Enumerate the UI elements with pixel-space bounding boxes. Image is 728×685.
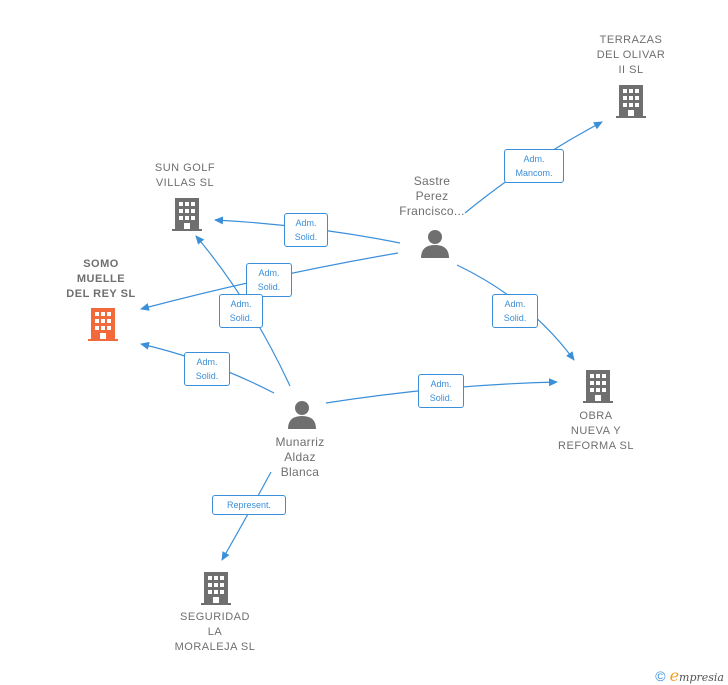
person-label-munarriz[interactable]: Munarriz Aldaz Blanca — [275, 435, 325, 479]
person-icon[interactable] — [287, 399, 317, 429]
edge-label-munarriz-somo[interactable]: Adm. Solid. — [184, 352, 230, 386]
building-icon[interactable] — [199, 571, 233, 605]
brand-initial: e — [669, 666, 680, 685]
edge-munarriz-seguridad — [221, 471, 272, 561]
brand-logo: empresia — [670, 666, 724, 685]
company-label-obra[interactable]: OBRA NUEVA Y REFORMA SL — [558, 410, 634, 452]
company-label-sungolf[interactable]: SUN GOLF VILLAS SL — [154, 162, 216, 189]
copyright-icon: © — [655, 667, 666, 684]
company-label-seguridad[interactable]: SEGURIDAD LA MORALEJA SL — [174, 611, 256, 653]
edge-label-sastre-obra[interactable]: Adm. Solid. — [492, 294, 538, 328]
edge-label-sastre-terrazas[interactable]: Adm. Mancom. — [504, 149, 564, 183]
person-label-sastre[interactable]: Sastre Perez Francisco... — [399, 174, 465, 218]
edge-label-sastre-sungolf[interactable]: Adm. Solid. — [284, 213, 328, 247]
edge-label-munarriz-seguridad[interactable]: Represent. — [212, 495, 286, 515]
building-icon[interactable] — [581, 369, 615, 403]
building-icon[interactable] — [614, 84, 648, 118]
empresia-watermark: © empresia — [655, 666, 724, 685]
building-icon-highlighted[interactable] — [86, 307, 120, 341]
edge-label-sastre-somo[interactable]: Adm. Solid. — [246, 263, 292, 297]
company-label-somo[interactable]: SOMO MUELLE DEL REY SL — [66, 258, 136, 300]
building-icon[interactable] — [170, 197, 204, 231]
edge-label-munarriz-sungolf[interactable]: Adm. Solid. — [219, 294, 263, 328]
person-icon[interactable] — [420, 228, 450, 258]
company-label-terrazas[interactable]: TERRAZAS DEL OLIVAR II SL — [596, 34, 666, 76]
brand-name: mpresia — [679, 671, 724, 684]
edge-label-munarriz-obra[interactable]: Adm. Solid. — [418, 374, 464, 408]
